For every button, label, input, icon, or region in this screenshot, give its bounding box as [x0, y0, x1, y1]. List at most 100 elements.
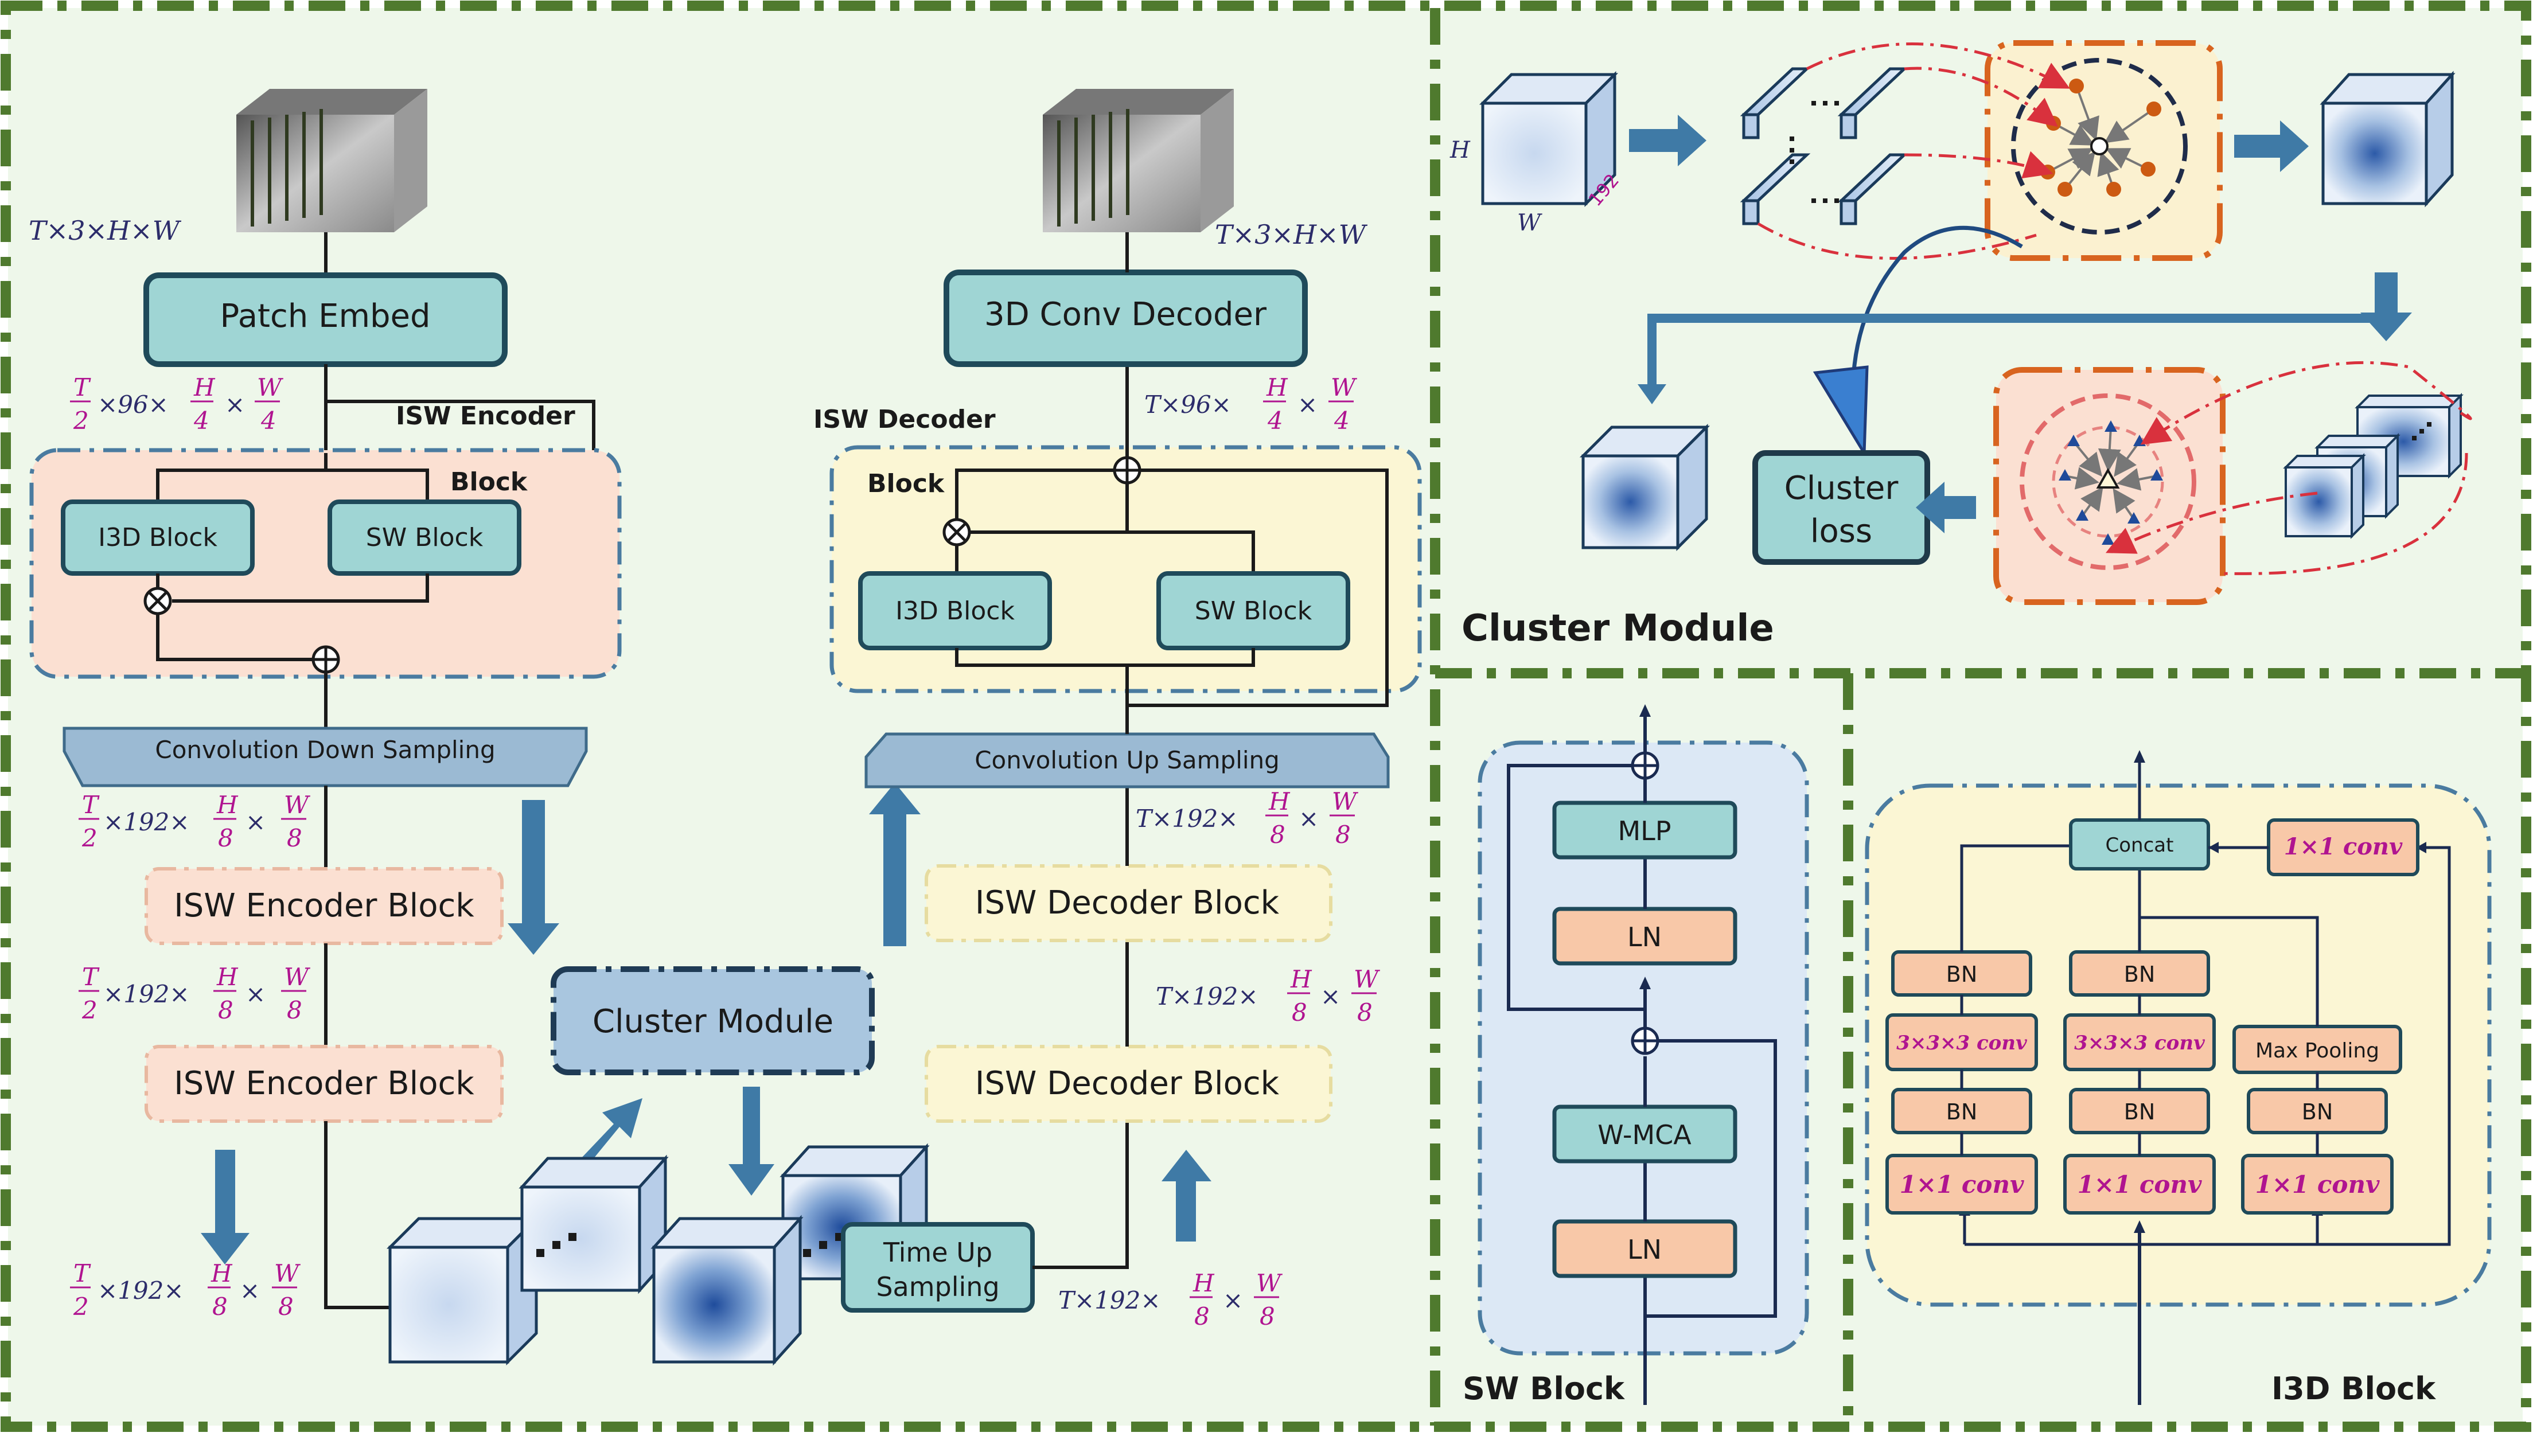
- i3d-bn-a2-label: BN: [1946, 1099, 1978, 1125]
- cluster-circle-2: [2020, 393, 2196, 570]
- arrow-down-right: [2360, 272, 2412, 341]
- svg-text:2: 2: [73, 1293, 89, 1321]
- i3d-conv1-top-label: 1×1 conv: [2284, 833, 2403, 860]
- decoder-dim-96: T×96× H 4 × W 4: [1144, 373, 1358, 435]
- patch-embed-label: Patch Embed: [220, 298, 430, 335]
- svg-text:×: ×: [1223, 1286, 1243, 1314]
- decoder-dim-192-c: T×192× H 8 × W 8: [1058, 1269, 1283, 1330]
- svg-text:W: W: [1332, 787, 1359, 815]
- decoder-sw-label: SW Block: [1195, 596, 1312, 626]
- curved-to-loss-arrow: [1813, 365, 1869, 458]
- i3d-bn-b1-label: BN: [2124, 962, 2156, 987]
- conv-down-label: Convolution Down Sampling: [155, 736, 495, 764]
- svg-text:H: H: [193, 373, 216, 401]
- svg-text:8: 8: [212, 1293, 228, 1321]
- cluster-points-1: [2040, 79, 2161, 197]
- svg-text:T: T: [73, 1259, 91, 1287]
- feedback-line: [1647, 314, 2386, 390]
- svg-text:H: H: [216, 963, 239, 991]
- svg-text:W: W: [274, 1259, 301, 1287]
- svg-text:W: W: [1354, 965, 1381, 993]
- svg-text:2: 2: [81, 824, 98, 852]
- cluster-loss-label-2: loss: [1810, 513, 1872, 550]
- svg-text:×192×: ×192×: [103, 980, 190, 1008]
- svg-text:8: 8: [218, 996, 233, 1024]
- svg-text:T×192×: T×192×: [1156, 982, 1258, 1010]
- sw-wmca-label: W-MCA: [1597, 1119, 1692, 1150]
- feature-cube-1: [386, 1215, 540, 1366]
- i3d-bn-a1-label: BN: [1946, 962, 1978, 987]
- svg-text:×192×: ×192×: [103, 808, 190, 836]
- i3d-col-2: 1×1 conv BN 3×3×3 conv BN: [2063, 950, 2216, 1215]
- svg-text:T: T: [82, 791, 100, 819]
- svg-text:4: 4: [260, 407, 276, 435]
- sw-mlp-label: MLP: [1618, 815, 1671, 846]
- svg-text:4: 4: [193, 407, 209, 435]
- svg-text:×: ×: [240, 1277, 260, 1305]
- isw-decoder-block-2-label: ISW Decoder Block: [975, 1065, 1280, 1102]
- assign-lines-2: [2105, 361, 2472, 575]
- svg-text:H: H: [1268, 787, 1291, 815]
- output-dim-label: T×3×H×W: [1215, 219, 1368, 250]
- svg-text:W: W: [284, 791, 311, 819]
- svg-text:8: 8: [287, 996, 302, 1024]
- encoder-dim-96: T 2 ×96× H 4 × W 4: [70, 373, 284, 435]
- cube-H-label: H: [1449, 137, 1471, 163]
- cluster-output-cube: [2320, 71, 2456, 208]
- svg-text:W: W: [1331, 373, 1358, 401]
- conv-down-sampling-bar: [63, 727, 588, 787]
- svg-text:×: ×: [245, 980, 266, 1008]
- assign-lines-1: [1757, 42, 2070, 260]
- input-video-frames: [236, 89, 427, 232]
- encoder-sw-block: [328, 499, 521, 576]
- svg-text:×: ×: [245, 808, 266, 836]
- cluster-module-label: Cluster Module: [593, 1003, 833, 1040]
- output-video-frames: [1043, 89, 1234, 232]
- svg-text:8: 8: [1335, 821, 1351, 849]
- svg-text:×192×: ×192×: [98, 1277, 184, 1305]
- svg-text:×96×: ×96×: [98, 391, 169, 419]
- arrow-to-loss: [1916, 482, 1976, 533]
- cluster-input-cube: [1479, 71, 1619, 208]
- svg-text:8: 8: [1357, 998, 1373, 1026]
- cluster-module-box: [551, 966, 875, 1075]
- arrow-to-out-cube: [2234, 120, 2309, 172]
- svg-text:2: 2: [81, 996, 98, 1024]
- small-cubes-stack: [2283, 393, 2464, 539]
- feature-cube-2: [519, 1154, 669, 1294]
- i3d-conv1-a-label: 1×1 conv: [1900, 1170, 2024, 1199]
- svg-text:H: H: [1290, 965, 1312, 993]
- encoder-sw-label: SW Block: [366, 523, 484, 552]
- decoder-dim-192-b: T×192× H 8 × W 8: [1156, 965, 1381, 1026]
- i3d-conv333-b-label: 3×3×3 conv: [2074, 1032, 2205, 1055]
- isw-encoder-block-1-label: ISW Encoder Block: [174, 887, 474, 924]
- i3d-conv1-c-label: 1×1 conv: [2255, 1170, 2380, 1199]
- arrow-to-patches: [1629, 115, 1706, 166]
- svg-text:×: ×: [1320, 982, 1340, 1010]
- svg-text:4: 4: [1267, 407, 1283, 435]
- encoder-dim-192-a: T 2 ×192× H 8 × W 8: [79, 791, 311, 852]
- svg-text:W: W: [1256, 1269, 1283, 1297]
- isw-decoder-title: ISW Decoder: [813, 405, 996, 434]
- sw-ln-top-label: LN: [1627, 922, 1662, 953]
- svg-text:W: W: [284, 963, 311, 991]
- left-panel-bg: [8, 8, 1435, 1426]
- cluster-circle-1: [2011, 58, 2188, 235]
- svg-text:T×192×: T×192×: [1136, 805, 1238, 833]
- cluster-module-title: Cluster Module: [1462, 607, 1774, 650]
- svg-text:H: H: [216, 791, 239, 819]
- time-up-label-1: Time Up: [883, 1237, 992, 1268]
- decoder-block-title: Block: [867, 469, 945, 498]
- svg-text:4: 4: [1334, 407, 1350, 435]
- svg-text:8: 8: [278, 1293, 294, 1321]
- isw-decoder-block-1-label: ISW Decoder Block: [975, 884, 1280, 922]
- svg-text:H: H: [211, 1259, 233, 1287]
- cube-ellipsis-dots: [536, 1233, 843, 1257]
- svg-text:W: W: [257, 373, 284, 401]
- sw-block-title: SW Block: [1463, 1371, 1625, 1407]
- svg-text:T×96×: T×96×: [1144, 391, 1232, 419]
- svg-text:×: ×: [1297, 391, 1318, 419]
- decoder-dim-192-a: T×192× H 8 × W 8: [1136, 787, 1359, 849]
